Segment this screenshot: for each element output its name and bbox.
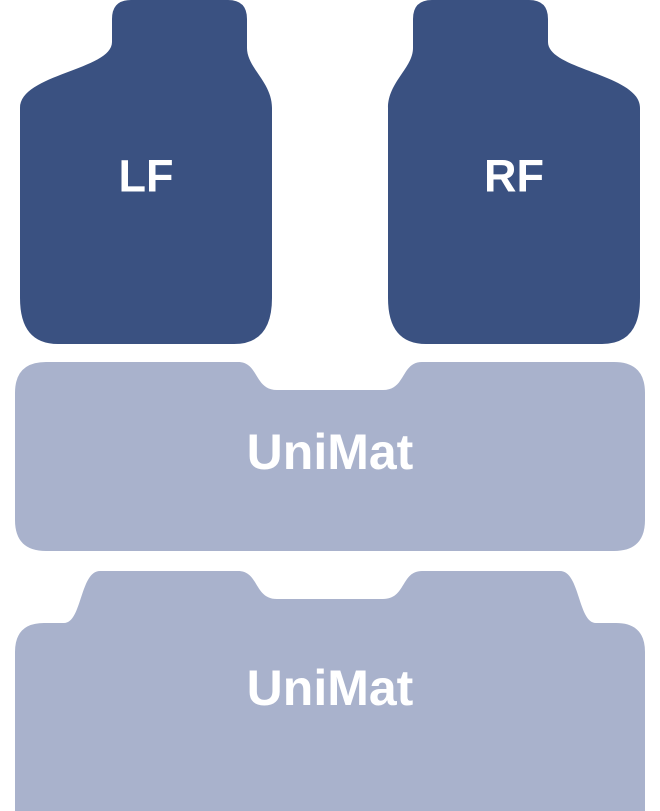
unimat-rear-label: UniMat <box>247 660 414 716</box>
front-left-mat-shape <box>20 0 272 344</box>
unimat-middle-shape <box>15 362 645 551</box>
unimat-middle-label: UniMat <box>247 424 414 480</box>
front-right-mat-label: RF <box>484 151 544 202</box>
front-right-mat-shape <box>388 0 640 344</box>
front-left-mat-label: LF <box>119 151 174 202</box>
unimat-rear-shape <box>15 571 645 811</box>
